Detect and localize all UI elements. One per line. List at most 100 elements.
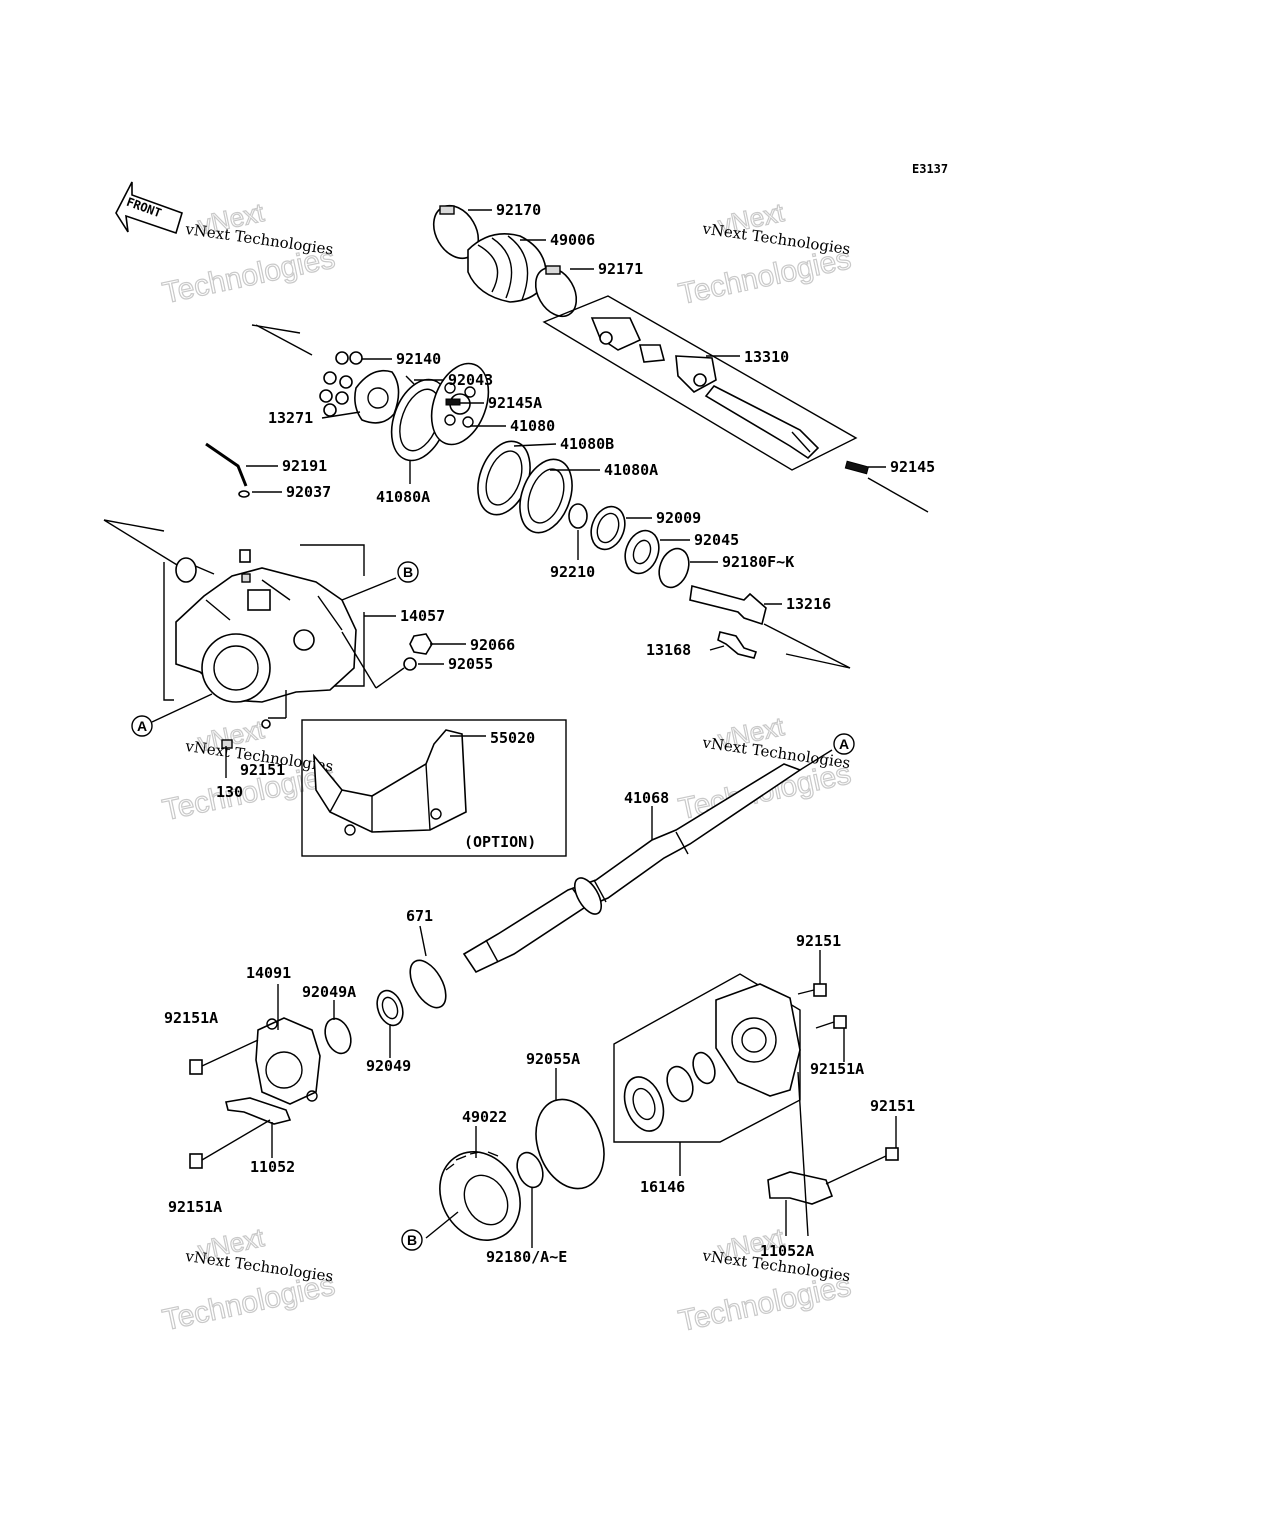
- label-14057: 14057: [400, 607, 445, 625]
- label-41068: 41068: [624, 789, 669, 807]
- bracket-11052: [225, 1097, 292, 1125]
- bearing-16146: [623, 1076, 665, 1132]
- label-92055A: 92055A: [526, 1050, 580, 1068]
- propeller-shaft-13310: [542, 295, 858, 471]
- label-14091: 14091: [246, 964, 291, 982]
- label-92009: 92009: [656, 509, 701, 527]
- oring-92037: [238, 490, 250, 498]
- washer-92210: [568, 503, 588, 529]
- label-92191: 92191: [282, 457, 327, 475]
- bolt-92151A-left-2: [189, 1119, 271, 1169]
- ref-a-left: A: [131, 715, 153, 737]
- label-11052: 11052: [250, 1158, 295, 1176]
- label-55020: 55020: [490, 729, 535, 747]
- leader-lines: [151, 209, 897, 1248]
- boot-49006: [467, 233, 547, 303]
- label-92151A-left-2: 92151A: [168, 1198, 222, 1216]
- watermark-bottom-right: vNext Technologies vNext Technologies: [675, 1221, 854, 1338]
- seal-16146-b: [692, 1051, 716, 1085]
- label-92066: 92066: [470, 636, 515, 654]
- label-92151A-left-1: 92151A: [164, 1009, 218, 1027]
- watermark-bottom-left: vNext Technologies vNext Technologies: [159, 1221, 338, 1337]
- watermark-mid-right: vNext Technologies vNext Technologies: [675, 710, 854, 826]
- label-92055: 92055: [448, 655, 493, 673]
- part-labels: 92170 49006 92171 13310 92140 92043 9214…: [164, 201, 935, 1266]
- option-box: [301, 719, 567, 857]
- ref-b-upper: B: [397, 561, 419, 583]
- breather-92037-housing: [239, 549, 251, 563]
- bearing-92045: [624, 529, 660, 575]
- pin-92145: [844, 460, 870, 475]
- bolt-13168: [717, 631, 758, 659]
- label-92180AE: 92180/A~E: [486, 1248, 567, 1266]
- label-92151A-right: 92151A: [810, 1060, 864, 1078]
- svg-text:B: B: [403, 564, 413, 580]
- svg-text:A: A: [839, 736, 849, 752]
- clamp-92170: [432, 204, 480, 260]
- label-92145A: 92145A: [488, 394, 542, 412]
- nut-92066: [409, 633, 433, 655]
- oring-92055: [403, 657, 417, 671]
- label-13216: 13216: [786, 595, 831, 613]
- cover-16146: [715, 983, 801, 1097]
- label-92151-right: 92151: [870, 1097, 915, 1115]
- oring-92055A: [535, 1098, 605, 1190]
- bearing-housing-14091: [255, 1017, 321, 1105]
- bracket-11052A: [767, 1171, 834, 1205]
- svg-text:B: B: [407, 1232, 417, 1248]
- final-drive-housing-14057: [175, 567, 357, 703]
- bolt-130: [221, 719, 271, 749]
- bolt-92151-right: [825, 1147, 899, 1185]
- clamp-92171: [534, 265, 578, 318]
- label-92151-top: 92151: [796, 932, 841, 950]
- label-92140: 92140: [396, 350, 441, 368]
- label-671: 671: [406, 907, 433, 925]
- spring-92043: [405, 375, 415, 385]
- label-41080: 41080: [510, 417, 555, 435]
- label-41080A-right: 41080A: [604, 461, 658, 479]
- diagram-code: E3137: [912, 162, 948, 176]
- label-130: 130: [216, 783, 243, 801]
- shim-92180FK: [658, 547, 690, 589]
- label-13168: 13168: [646, 641, 691, 659]
- oring-671: [409, 959, 447, 1009]
- label-92210: 92210: [550, 563, 595, 581]
- label-92170: 92170: [496, 201, 541, 219]
- seal-housing-left: [175, 557, 197, 583]
- vent-hose-92191: [205, 442, 248, 487]
- label-41080A-left: 41080A: [376, 488, 430, 506]
- label-49006: 49006: [550, 231, 595, 249]
- pinion-13216: [689, 584, 767, 626]
- ring-gear-49022: [439, 1151, 521, 1241]
- label-92151-partial: 92151: [240, 761, 285, 779]
- ref-b-lower: B: [401, 1229, 423, 1251]
- watermark-top-left: vNext Technologies vNext Technologies: [159, 196, 338, 310]
- label-92171: 92171: [598, 260, 643, 278]
- label-92043: 92043: [448, 371, 493, 389]
- label-92045: 92045: [694, 531, 739, 549]
- bolt-92151A-right: [815, 1015, 847, 1029]
- label-49022: 49022: [462, 1108, 507, 1126]
- label-41080B: 41080B: [560, 435, 614, 453]
- label-92145: 92145: [890, 458, 935, 476]
- watermark-top-right: vNext Technologies vNext Technologies: [675, 196, 854, 311]
- label-92049: 92049: [366, 1057, 411, 1075]
- seal-16146-a: [666, 1065, 694, 1103]
- front-arrow-icon: FRONT: [115, 181, 183, 235]
- label-92049A: 92049A: [302, 983, 356, 1001]
- option-label: (OPTION): [464, 833, 536, 851]
- svg-text:A: A: [137, 718, 147, 734]
- label-13271: 13271: [268, 409, 313, 427]
- label-92180FK: 92180F~K: [722, 553, 794, 571]
- seal-92049A: [324, 1017, 352, 1055]
- shim-92180AE: [516, 1151, 544, 1189]
- seal-92009: [590, 505, 626, 551]
- bolt-92151-top: [797, 983, 827, 997]
- seal-92049: [376, 989, 404, 1027]
- pin-92145A: [445, 398, 461, 406]
- cam-13271: [354, 369, 400, 424]
- ref-a-right: A: [833, 733, 855, 755]
- label-92037: 92037: [286, 483, 331, 501]
- label-13310: 13310: [744, 348, 789, 366]
